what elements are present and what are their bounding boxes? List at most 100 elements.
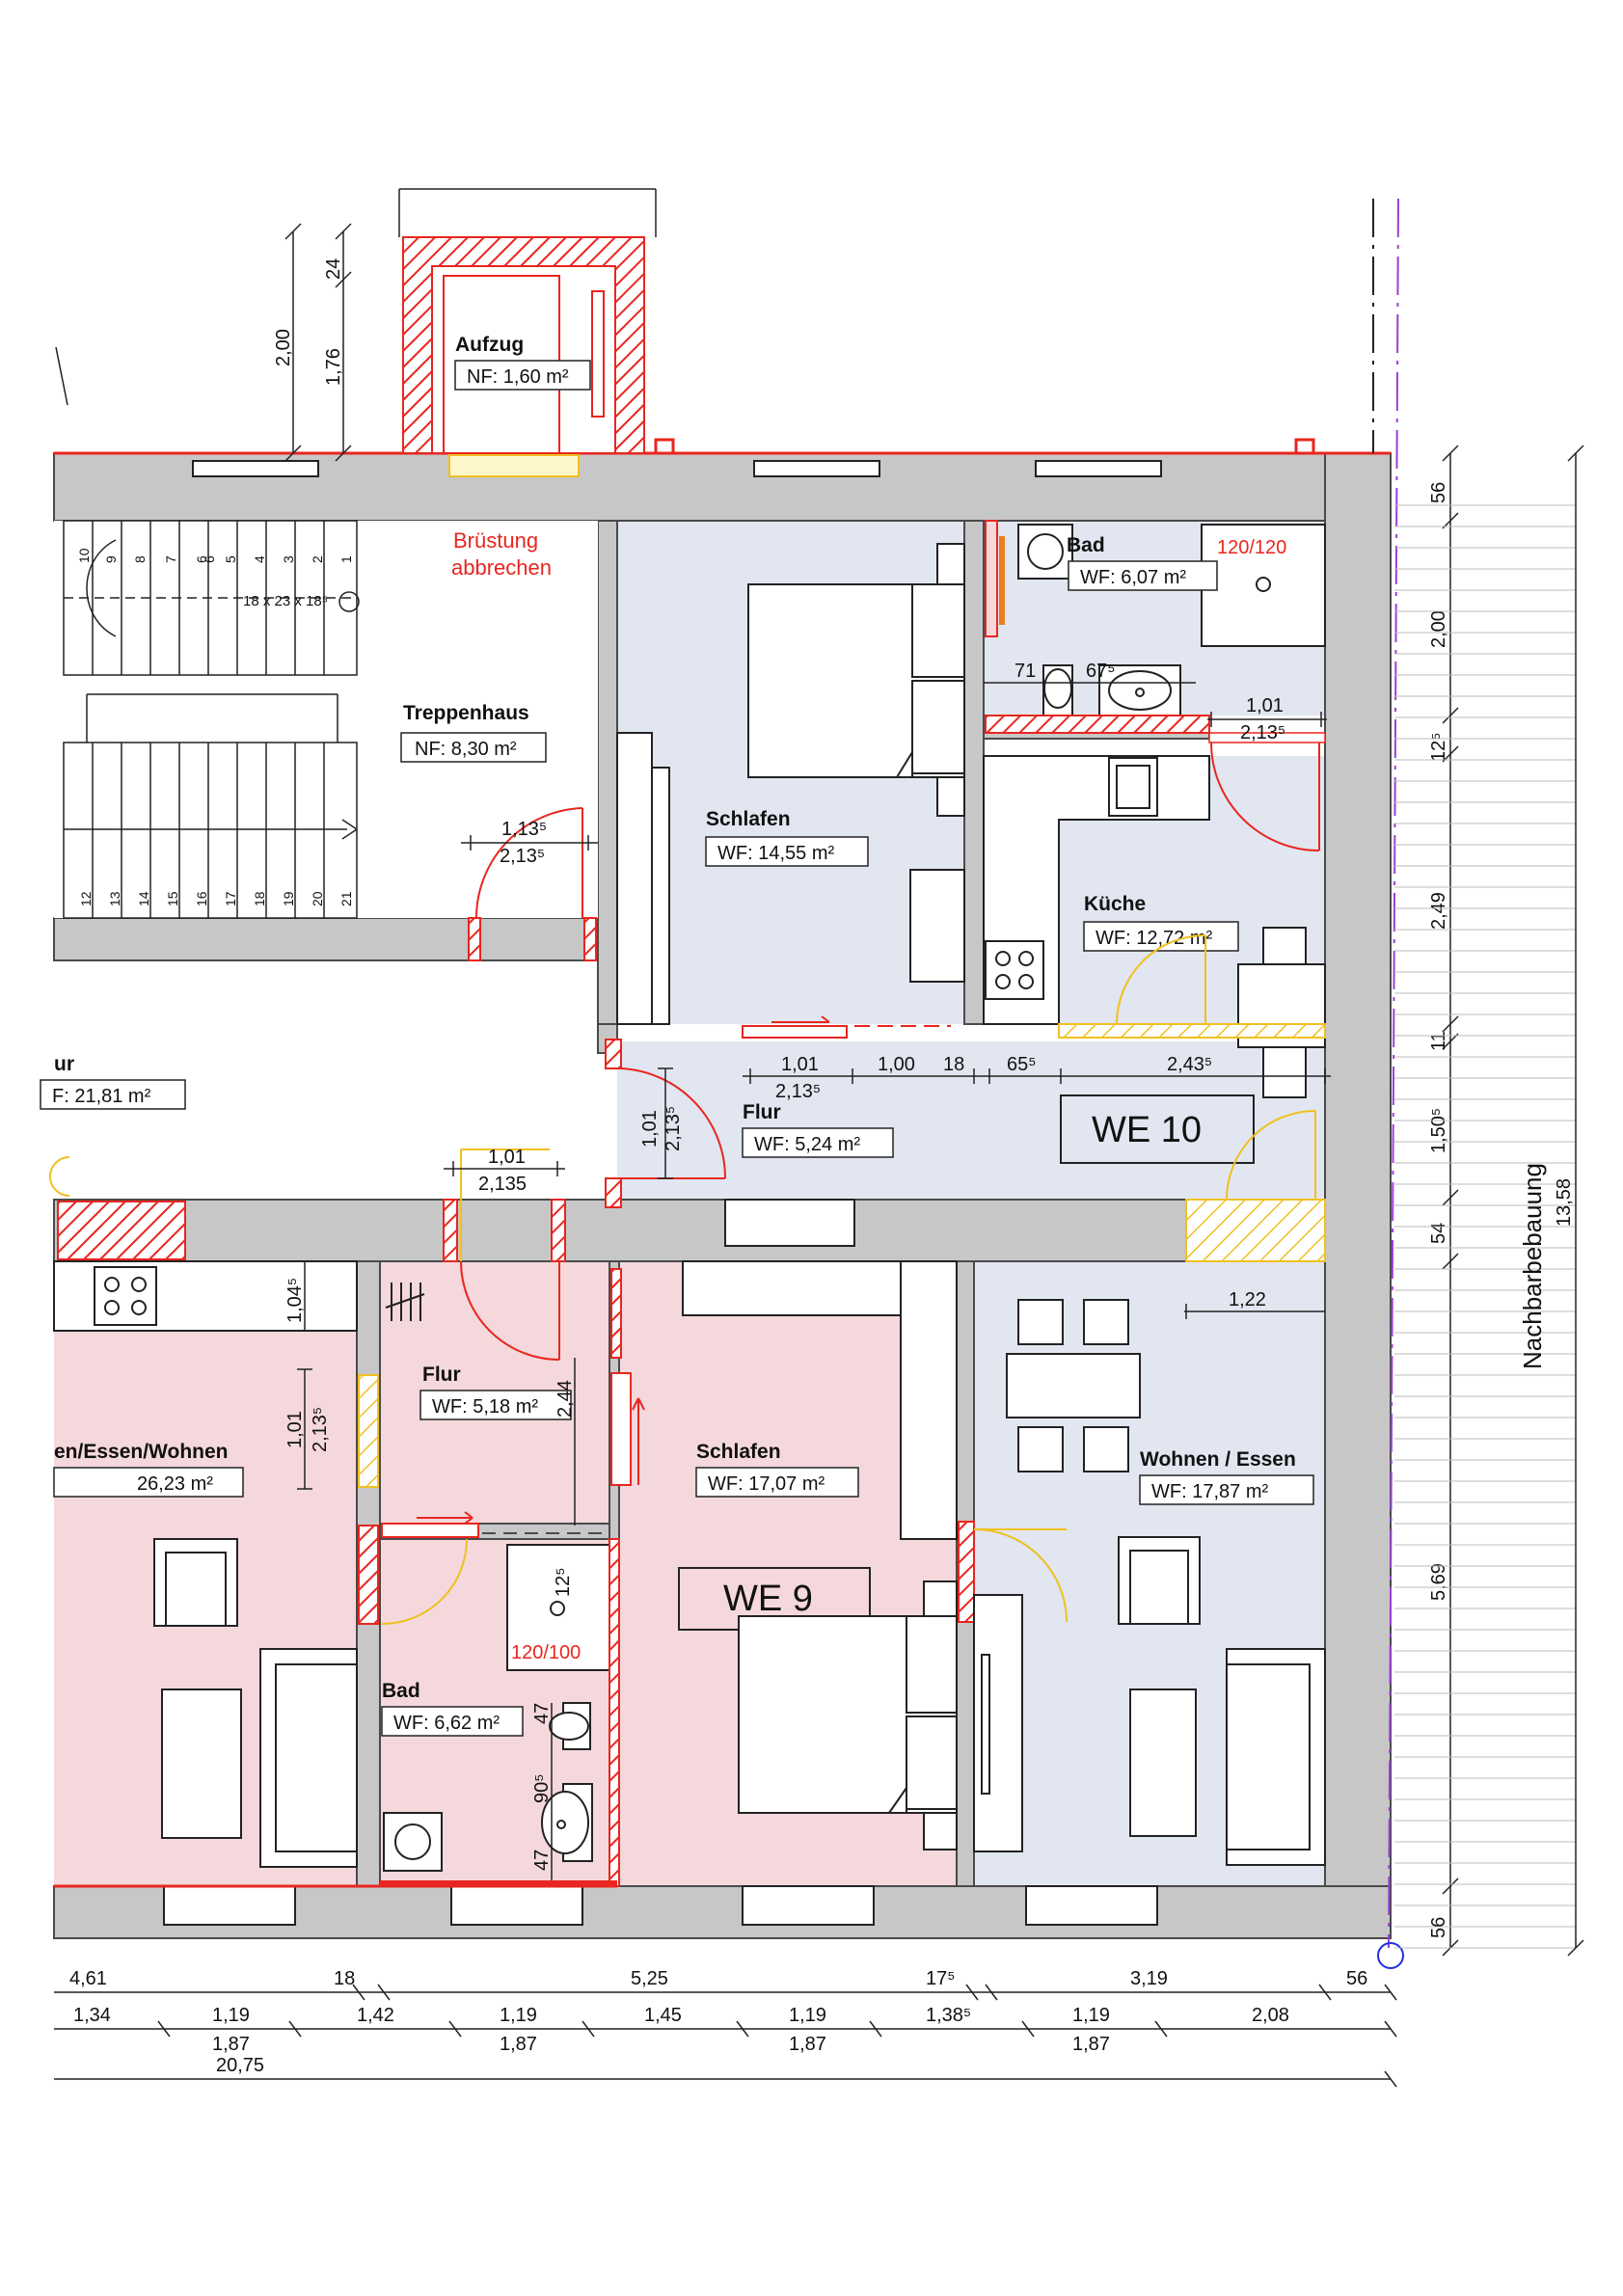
schlafen-10-area: WF: 14,55 m² xyxy=(717,843,834,864)
dim-kochen-1045: 1,04⁵ xyxy=(284,1278,306,1323)
dim-right-569: 5,69 xyxy=(1428,1563,1449,1601)
bed-icon xyxy=(738,1580,958,1850)
door-swing-icon xyxy=(460,1260,560,1361)
shower-icon xyxy=(1201,524,1326,647)
dim-row4-2075: 20,75 xyxy=(216,2055,264,2076)
sofa-icon xyxy=(1226,1648,1326,1866)
dim-bad10-675: 67⁵ xyxy=(1086,661,1116,682)
right-dimension-chain xyxy=(1442,445,1459,1957)
wohnen-10-name: Wohnen / Essen xyxy=(1140,1448,1296,1471)
stair-number: 17 xyxy=(223,891,238,906)
door-swing-icon xyxy=(49,1156,70,1197)
bruestung-note-1: Brüstung xyxy=(453,528,538,553)
flur-left-area: F: 21,81 m² xyxy=(52,1086,151,1107)
table-icon xyxy=(1237,927,1326,1098)
stair-number: 19 xyxy=(281,891,296,906)
window xyxy=(753,460,880,477)
flur-10-area: WF: 5,24 m² xyxy=(754,1134,860,1155)
stair-number: 2 xyxy=(310,555,325,563)
bad-10-area: WF: 6,07 m² xyxy=(1080,567,1186,588)
stair-number: 10 xyxy=(76,548,92,563)
stair-number: 3 xyxy=(281,555,296,563)
dim-flur10-243: 2,43⁵ xyxy=(1167,1054,1212,1075)
flur-9-name: Flur xyxy=(422,1364,461,1386)
toilet-icon xyxy=(1042,664,1073,716)
dim-row2-119d: 1,19 xyxy=(1072,2005,1110,2026)
stair-number: 21 xyxy=(338,891,354,906)
dim-bad10-door-w: 1,01 xyxy=(1246,695,1284,716)
washing-machine-icon xyxy=(383,1812,443,1872)
stair-number: 13 xyxy=(107,891,122,906)
dim-bad9-905: 90⁵ xyxy=(531,1773,553,1803)
kueche-10-name: Küche xyxy=(1084,893,1146,915)
kochen-9-name: en/Essen/Wohnen xyxy=(54,1441,228,1463)
stair-icon xyxy=(63,520,360,919)
property-line xyxy=(1372,198,1404,1969)
dim-elev-24: 24 xyxy=(323,258,344,280)
dim-right-249: 2,49 xyxy=(1428,892,1449,930)
dim-kochen-2135: 2,13⁵ xyxy=(310,1407,331,1452)
elevator: Aufzug NF: 1,60 m² xyxy=(398,188,657,477)
chair-icon xyxy=(1017,1426,1064,1472)
dim-right-54: 54 xyxy=(1428,1223,1449,1244)
flur-10-name: Flur xyxy=(743,1101,781,1123)
dim-flur10-v213: 2,13⁵ xyxy=(663,1106,684,1151)
stair-number: 18 xyxy=(252,891,267,906)
dim-bad10-door-h: 2,13⁵ xyxy=(1240,722,1285,743)
stair-number: 9 xyxy=(103,555,119,563)
schlafen-9-name: Schlafen xyxy=(696,1441,781,1463)
door-swing-icon xyxy=(468,807,597,961)
dim-row2-119b: 1,19 xyxy=(500,2005,537,2026)
dim-flur9-244: 2,44 xyxy=(555,1380,576,1418)
dim-flur10-v101: 1,01 xyxy=(639,1110,661,1148)
dim-bad9-125: 12⁵ xyxy=(553,1567,574,1597)
sliding-door xyxy=(742,1015,951,1039)
neighbour-building xyxy=(1394,504,1576,1949)
window xyxy=(450,1885,583,1926)
dim-flur10-213: 2,13⁵ xyxy=(775,1081,821,1102)
bottom-dimension-chains xyxy=(54,1984,1397,2088)
flur-10-floor xyxy=(617,1041,1325,1200)
window xyxy=(1035,460,1162,477)
armchair-icon xyxy=(1118,1536,1201,1625)
stair-formula: 18 x 23 x 18⁵ xyxy=(243,593,328,609)
dim-elev-176: 1,76 xyxy=(323,348,344,386)
aufzug-name: Aufzug xyxy=(455,334,524,356)
dim-row2-208: 2,08 xyxy=(1252,2005,1289,2026)
armchair-icon xyxy=(153,1538,238,1627)
door-swing-icon xyxy=(973,1528,1068,1623)
stair-number: 4 xyxy=(252,555,267,563)
dim-row2-1385: 1,38⁵ xyxy=(926,2005,971,2026)
schlafen-10-name: Schlafen xyxy=(706,808,791,830)
dim-wohnen-122: 1,22 xyxy=(1229,1289,1266,1310)
window xyxy=(724,1199,855,1247)
dim-bad10-71: 71 xyxy=(1014,661,1036,682)
kochen-9-area: 26,23 m² xyxy=(137,1473,213,1495)
washing-machine-icon xyxy=(1017,524,1073,580)
wardrobe xyxy=(682,1260,958,1540)
dim-flur10-100: 1,00 xyxy=(878,1054,915,1075)
stair-number: 6 xyxy=(202,555,217,563)
stair-number: 15 xyxy=(165,891,180,906)
dim-row1-175: 17⁵ xyxy=(926,1968,956,1989)
stair-number: 8 xyxy=(132,555,148,563)
bad-9-area: WF: 6,62 m² xyxy=(393,1713,500,1734)
table-icon xyxy=(1006,1353,1141,1418)
stair-number: 5 xyxy=(223,555,238,563)
dim-kochen-101: 1,01 xyxy=(284,1411,306,1448)
nachbarbebauung-value: 13,58 xyxy=(1554,1178,1575,1227)
dim-elev-200: 2,00 xyxy=(273,329,294,366)
dim-row1-461: 4,61 xyxy=(69,1968,107,1989)
dim-row1-525: 5,25 xyxy=(631,1968,668,1989)
dim-flur10-65: 65⁵ xyxy=(1007,1054,1037,1075)
dim-row1-319: 3,19 xyxy=(1130,1968,1168,1989)
nachbarbebauung-label: Nachbarbebauung xyxy=(1518,1163,1547,1369)
dining-set xyxy=(1006,1299,1141,1472)
toilet-icon xyxy=(549,1702,591,1750)
stove-icon xyxy=(94,1266,157,1326)
stair-number: 12 xyxy=(78,891,94,906)
dim-flur9-door-h: 2,135 xyxy=(478,1174,527,1195)
sink-icon xyxy=(541,1783,593,1862)
wall-east xyxy=(1324,452,1392,1939)
dim-row2-134: 1,34 xyxy=(73,2005,111,2026)
